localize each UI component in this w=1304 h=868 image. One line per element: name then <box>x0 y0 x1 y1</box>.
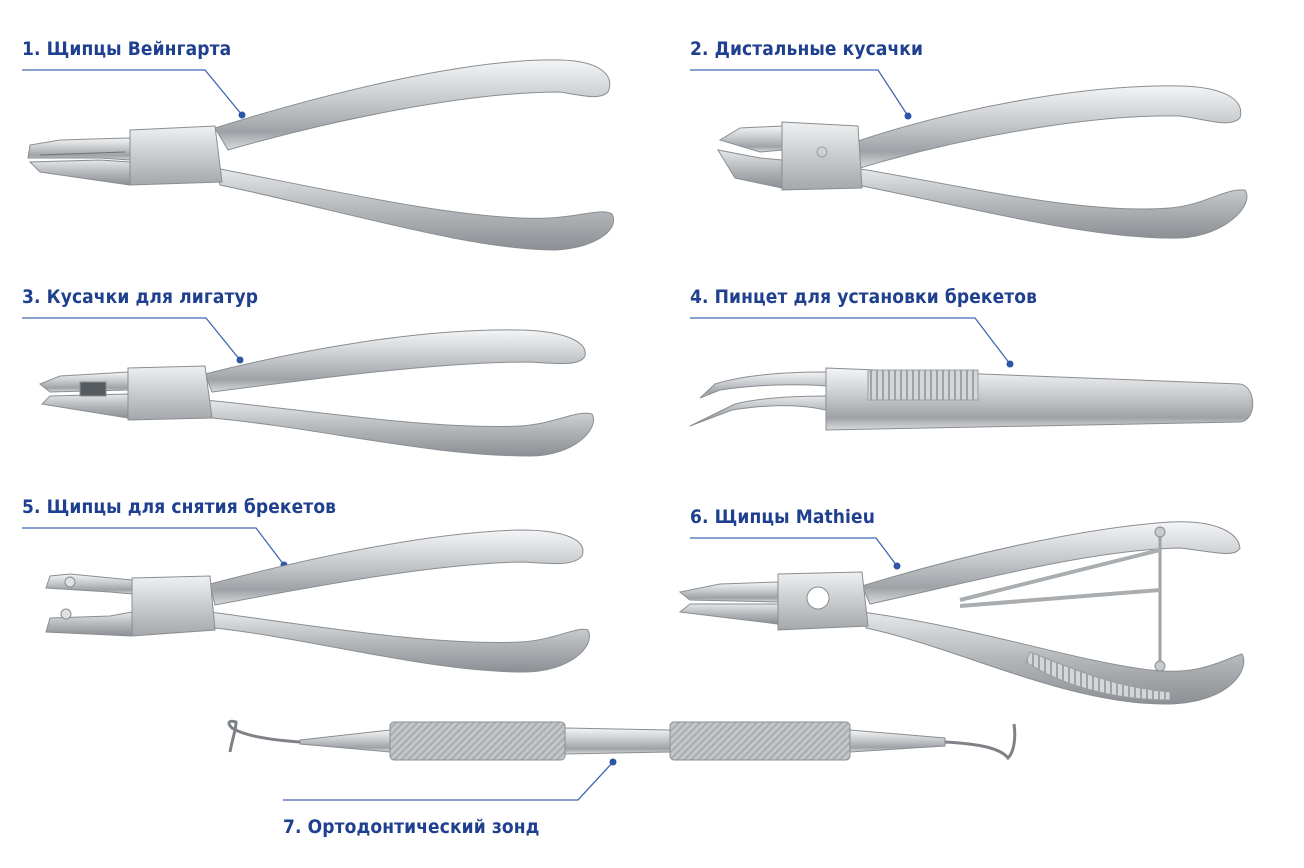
label-distal-end-cutter: 2. Дистальные кусачки <box>690 38 924 60</box>
distal-end-cutter-icon <box>716 85 1248 239</box>
label-orthodontic-probe: 7. Ортодонтический зонд <box>283 816 540 838</box>
label-bracket-tweezers: 4. Пинцет для установки брекетов <box>690 286 1038 308</box>
label-mathieu-pliers: 6. Щипцы Mathieu <box>690 506 875 528</box>
leader-lines <box>22 69 1011 801</box>
ligature-cutter-icon <box>39 329 594 457</box>
weingart-pliers-icon <box>27 59 615 251</box>
leader-dots <box>236 111 1014 766</box>
label-weingart-pliers: 1. Щипцы Вейнгарта <box>22 38 232 60</box>
orthodontic-probe-icon <box>227 719 1017 761</box>
mathieu-pliers-icon <box>678 521 1245 705</box>
bracket-removing-pliers-icon <box>45 529 590 673</box>
label-bracket-removing-pliers: 5. Щипцы для снятия брекетов <box>22 496 337 518</box>
label-ligature-cutter: 3. Кусачки для лигатур <box>22 286 259 308</box>
bracket-tweezers-icon <box>689 367 1254 431</box>
